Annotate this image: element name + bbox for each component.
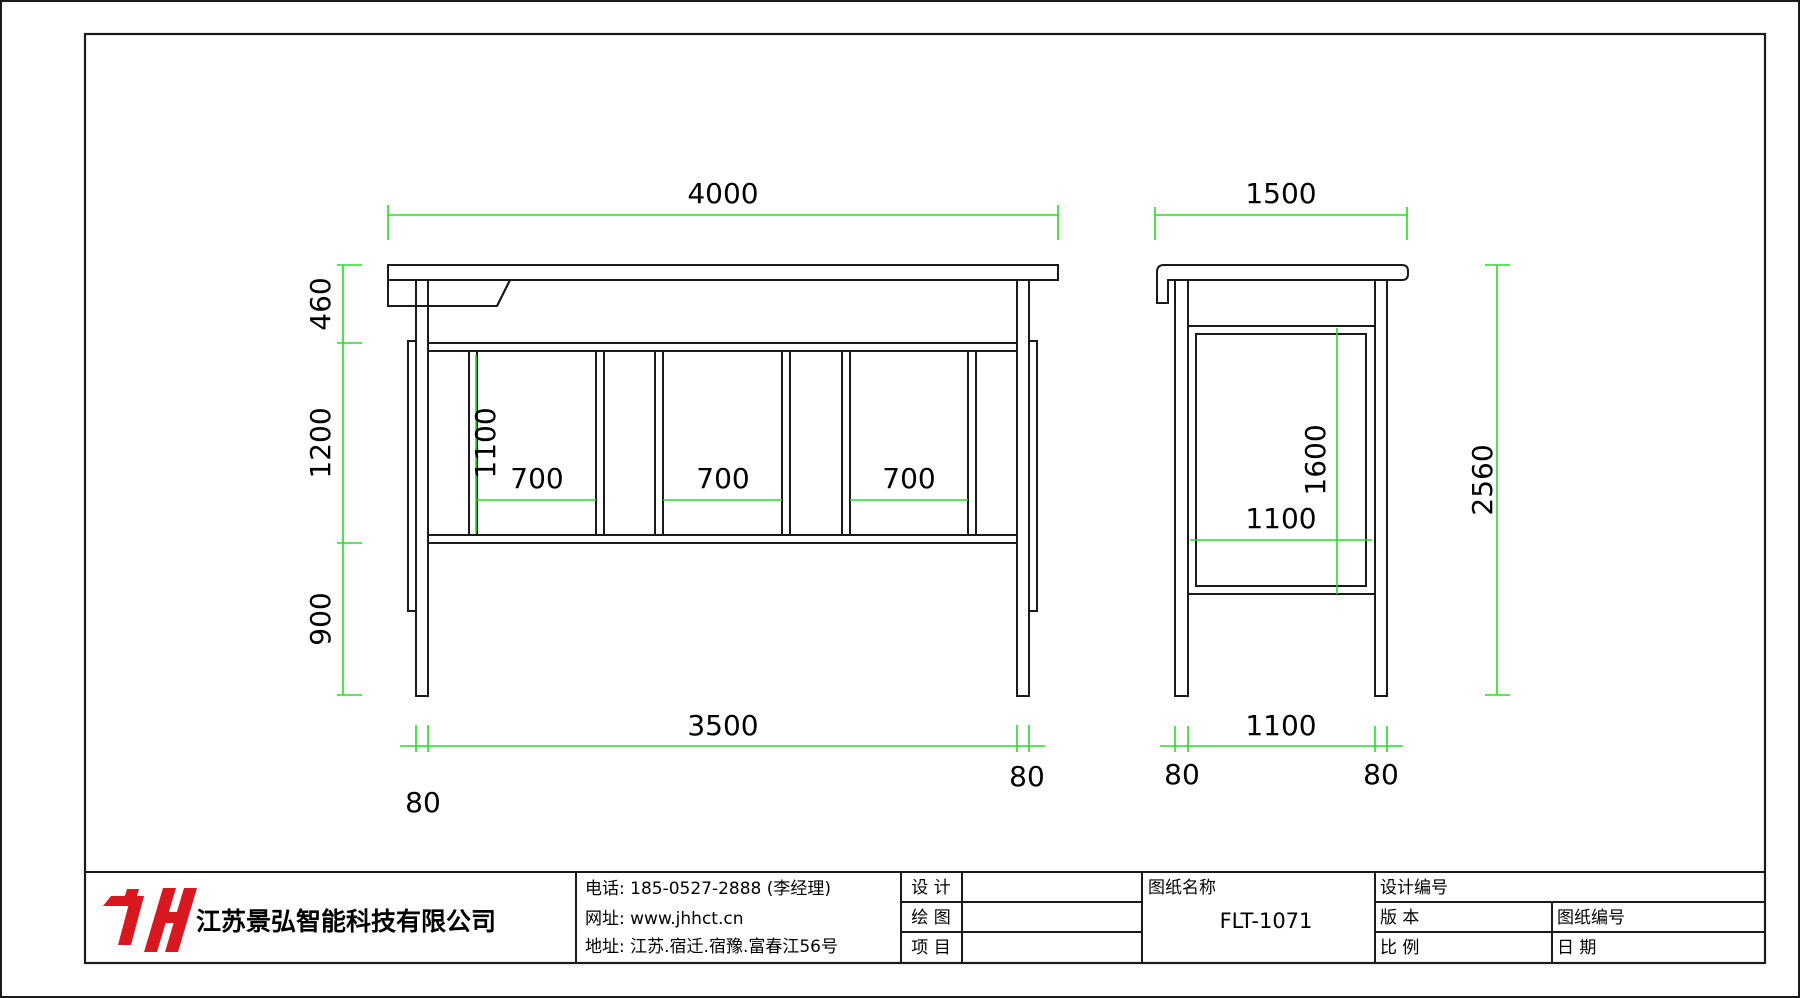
front-lower-rail <box>427 534 1018 544</box>
label-project: 项 目 <box>911 938 950 958</box>
dim-front-bay-width-3: 700 <box>882 462 935 495</box>
front-side-post-right <box>1028 340 1038 612</box>
side-panel-inner <box>1195 333 1367 587</box>
dim-front-bay-width-2: 700 <box>696 462 749 495</box>
side-dimension-labels: 1500 2560 1600 1100 1100 80 80 <box>1164 177 1499 791</box>
dim-side-leg-left: 80 <box>1164 758 1200 791</box>
front-drawer <box>387 279 511 307</box>
side-top-board <box>1156 264 1409 304</box>
dim-front-clear-span: 3500 <box>687 709 758 742</box>
dim-side-panel-height: 1600 <box>1299 424 1332 495</box>
front-view <box>387 264 1059 697</box>
contact-website: 网址: www.jhhct.cn <box>585 909 744 929</box>
front-bay-2-left-post <box>654 350 664 536</box>
front-side-post-left <box>407 340 417 612</box>
dim-side-clear-span: 1100 <box>1245 709 1316 742</box>
dim-front-height-bottom: 900 <box>304 592 337 645</box>
label-drawing-number: 图纸编号 <box>1557 908 1625 928</box>
dim-front-bay-width-1: 700 <box>510 462 563 495</box>
front-bay-3-right-post <box>967 350 977 536</box>
drawing-name: FLT-1071 <box>1220 909 1313 933</box>
label-drawing: 绘 图 <box>911 908 950 928</box>
side-panel-frame <box>1187 325 1376 595</box>
front-dimension-labels: 4000 3500 80 80 460 1200 900 1100 700 70… <box>304 177 1045 819</box>
label-design: 设 计 <box>911 878 950 898</box>
dim-side-leg-right: 80 <box>1363 758 1399 791</box>
label-scale: 比 例 <box>1380 938 1419 958</box>
dim-front-leg-right: 80 <box>1009 760 1045 793</box>
side-leg-left <box>1174 279 1189 697</box>
side-dimensions <box>1154 207 1510 752</box>
front-bay-3-left-post <box>841 350 851 536</box>
side-leg-right <box>1374 279 1388 697</box>
dim-front-height-top: 460 <box>304 277 337 330</box>
contact-phone: 电话: 185-0527-2888 (李经理) <box>585 879 831 899</box>
front-bay-2-right-post <box>781 350 791 536</box>
contact-address: 地址: 江苏.宿迁.宿豫.富春江56号 <box>585 937 838 957</box>
label-date: 日 期 <box>1557 938 1596 958</box>
label-drawing-name: 图纸名称 <box>1148 878 1216 898</box>
dim-side-total-height: 2560 <box>1466 444 1499 515</box>
drawing-frame <box>83 32 1767 965</box>
dim-front-bay-height: 1100 <box>469 407 502 478</box>
front-leg-left <box>415 279 429 697</box>
label-version: 版 本 <box>1380 908 1419 928</box>
dim-front-height-middle: 1200 <box>304 407 337 478</box>
front-leg-right <box>1016 279 1030 697</box>
title-block <box>85 871 1765 963</box>
front-upper-rail <box>427 342 1018 352</box>
dim-front-overall-width: 4000 <box>687 177 758 210</box>
company-logo <box>103 888 197 952</box>
company-name: 江苏景弘智能科技有限公司 <box>196 907 496 936</box>
dim-front-leg-left: 80 <box>405 786 441 819</box>
dim-side-overall-width: 1500 <box>1245 177 1316 210</box>
front-bay-1-left-post <box>468 350 478 536</box>
front-dimensions <box>337 205 1059 752</box>
label-design-number: 设计编号 <box>1380 878 1448 898</box>
dim-side-panel-width: 1100 <box>1245 502 1316 535</box>
front-bay-1-right-post <box>595 350 605 536</box>
front-top-board <box>387 264 1059 281</box>
side-view <box>1156 264 1409 697</box>
